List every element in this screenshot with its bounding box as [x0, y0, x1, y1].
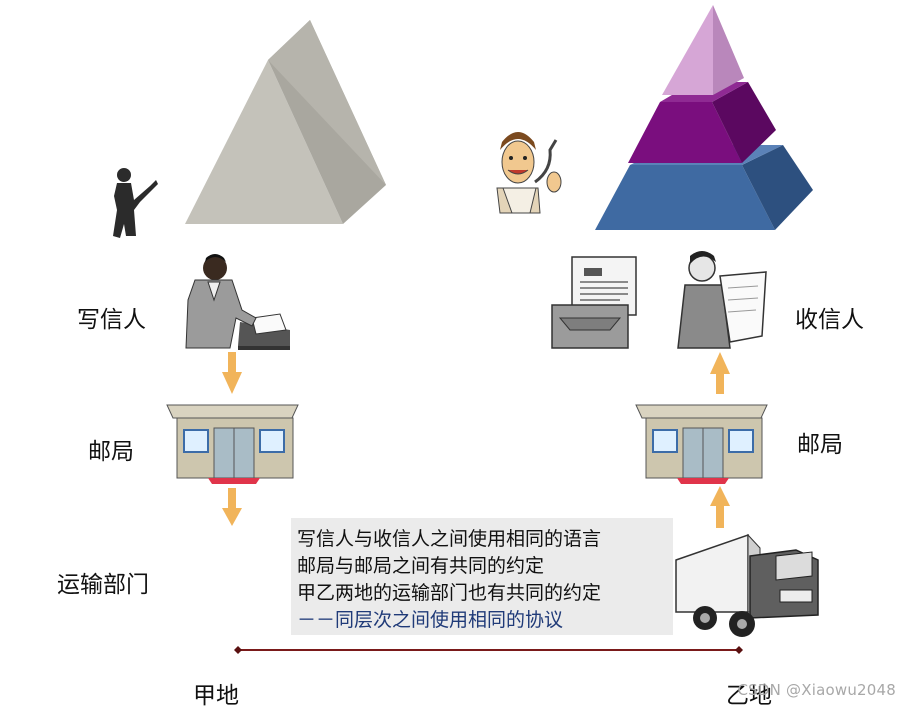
arrow-down-2 [222, 488, 242, 526]
transport-label: 运输部门 [57, 565, 149, 599]
post-office-icon [636, 405, 767, 484]
place-a-label: 甲地 [193, 676, 239, 710]
gray-pyramid [185, 20, 386, 224]
callout-line-2: 邮局与邮局之间有共同的约定 [297, 551, 544, 578]
person-silhouette-icon [113, 168, 158, 238]
arrow-up-1 [710, 352, 730, 394]
protocol-callout: 写信人与收信人之间使用相同的语言 邮局与邮局之间有共同的约定 甲乙两地的运输部门… [291, 518, 673, 635]
layered-pyramid [595, 5, 813, 230]
arrow-down-1 [222, 352, 242, 394]
callout-line-3: 甲乙两地的运输部门也有共同的约定 [297, 578, 601, 605]
cartoon-man-icon [497, 132, 561, 213]
receiver-label: 收信人 [795, 300, 864, 334]
post-office-left-label: 邮局 [88, 432, 134, 466]
baseline [234, 646, 743, 654]
watermark: CSDN @Xiaowu2048 [738, 681, 897, 699]
post-office-right-label: 邮局 [797, 425, 843, 459]
reading-man-icon [678, 251, 766, 348]
letter-tray-icon [552, 257, 636, 348]
arrow-up-2 [710, 486, 730, 528]
truck-icon [676, 535, 818, 637]
callout-line-1: 写信人与收信人之间使用相同的语言 [297, 524, 601, 551]
callout-line-4: －－同层次之间使用相同的协议 [297, 605, 563, 632]
writer-at-desk-icon [186, 254, 290, 350]
writer-label: 写信人 [77, 300, 146, 334]
post-office-icon [167, 405, 298, 484]
